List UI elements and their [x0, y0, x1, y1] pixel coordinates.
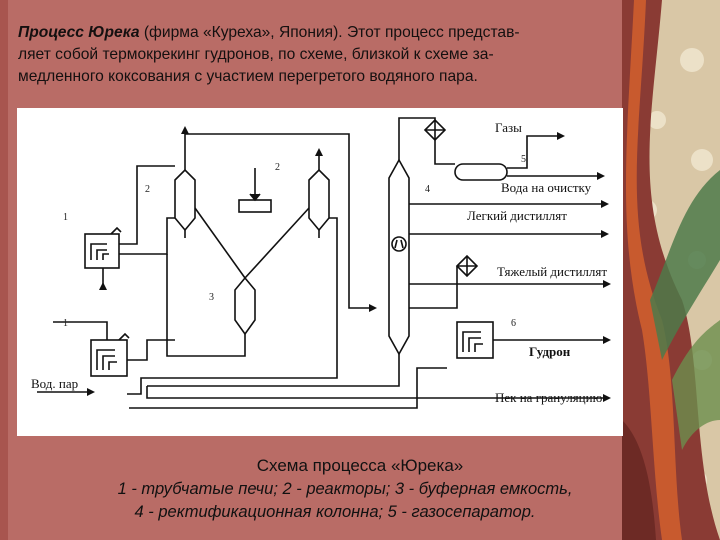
caption-legend-line-2: 4 - ректификационная колонна; 5 - газосе… — [134, 503, 536, 521]
header-title-bold: Процесс Юрека — [18, 24, 140, 41]
reactor-2-left — [174, 168, 196, 238]
header-paragraph: Процесс Юрека (фирма «Куреха», Япония). … — [18, 22, 608, 88]
caption-title: Схема процесса «Юрека» — [256, 456, 464, 475]
gas-separator-5 — [454, 163, 508, 181]
scheme-drawing — [37, 117, 611, 409]
number-5: 5 — [521, 154, 526, 165]
furnace-6 — [456, 321, 494, 359]
decorative-side-panel — [622, 0, 720, 540]
number-2-right: 2 — [275, 162, 280, 173]
process-scheme-diagram: Газы Вода на очистку Легкий дистиллят Тя… — [17, 108, 623, 436]
label-heavy-distillate: Тяжелый дистиллят — [497, 264, 608, 279]
fractionation-column-4 — [388, 158, 410, 356]
header-title-rest: (фирма «Куреха», Япония). Этот процесс п… — [139, 24, 520, 41]
label-pitch: Пек на грануляцию — [495, 390, 603, 405]
number-1-upper: 1 — [63, 212, 68, 223]
header-line-2: ляет собой термокрекинг гудронов, по схе… — [18, 46, 494, 63]
number-3: 3 — [209, 292, 214, 303]
furnace-1-upper — [84, 226, 122, 269]
caption-legend-line-1: 1 - трубчатые печи; 2 - реакторы; 3 - бу… — [117, 480, 573, 498]
label-water-steam: Вод. пар — [31, 376, 79, 391]
number-6: 6 — [511, 318, 516, 329]
reactor-2-right — [308, 168, 330, 238]
label-tar: Гудрон — [529, 344, 571, 359]
label-gases: Газы — [495, 120, 522, 135]
number-2-left: 2 — [145, 184, 150, 195]
label-light-distillate: Легкий дистиллят — [467, 208, 567, 223]
left-border-strip — [0, 0, 8, 540]
number-4: 4 — [425, 184, 430, 195]
header-line-3: медленного коксования с участием перегре… — [18, 68, 478, 85]
label-water-cleaning: Вода на очистку — [501, 180, 592, 195]
number-1-lower: 1 — [63, 318, 68, 329]
buffer-vessel-3 — [234, 276, 256, 344]
furnace-1-lower — [90, 332, 130, 377]
